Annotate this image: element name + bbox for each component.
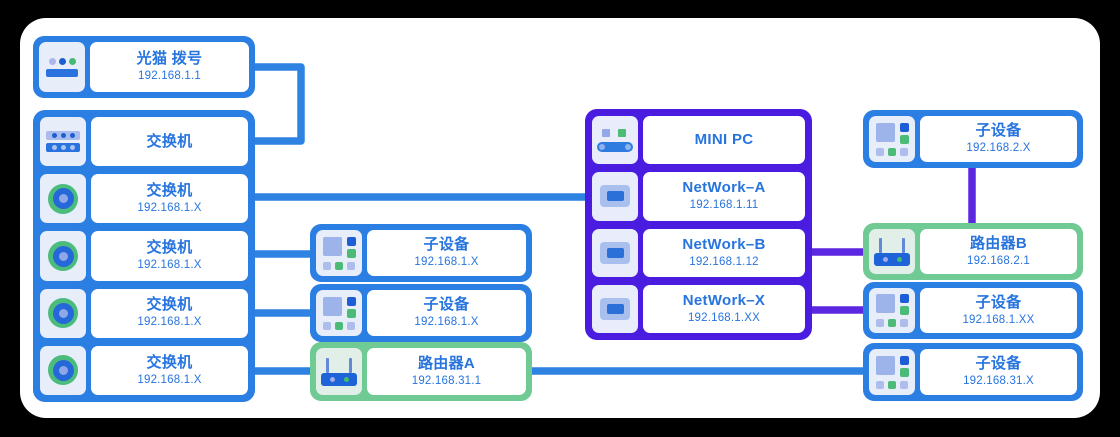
node-sub-device-right-3[interactable]: 子设备 192.168.31.X (863, 343, 1083, 401)
node-ip: 192.168.1.XX (962, 313, 1035, 326)
node-label-plate: 子设备 192.168.1.XX (920, 288, 1077, 333)
node-switch-1[interactable]: 交换机 192.168.1.X (40, 174, 248, 224)
node-label-plate: 子设备 192.168.1.X (367, 290, 526, 336)
node-network-a[interactable]: NetWork–A 192.168.1.11 (592, 172, 805, 221)
node-network-x[interactable]: NetWork–X 192.168.1.XX (592, 284, 805, 333)
node-ip: 192.168.1.1 (138, 70, 201, 83)
node-label: NetWork–A (682, 179, 766, 197)
node-label-plate: 交换机 192.168.1.X (91, 231, 248, 281)
node-label-plate: 光猫 拨号 192.168.1.1 (90, 42, 249, 92)
switch-group: 交换机 交换机 192.168.1.X 交换机 192.168.1.X (33, 110, 255, 402)
node-label-plate: 交换机 192.168.1.X (91, 288, 248, 338)
node-ip: 192.168.1.X (137, 201, 202, 214)
device-grid-icon (316, 290, 362, 336)
node-switch-4[interactable]: 交换机 192.168.1.X (40, 345, 248, 396)
wire-modem-switch (255, 63, 305, 145)
network-port-icon (592, 228, 638, 277)
node-label: 子设备 (423, 236, 470, 254)
node-ip: 192.168.1.X (414, 316, 479, 329)
node-label-plate: 路由器A 192.168.31.1 (367, 348, 526, 395)
node-label: NetWork–X (682, 291, 766, 309)
node-switch-2[interactable]: 交换机 192.168.1.X (40, 231, 248, 281)
device-grid-icon (316, 230, 362, 276)
switch-ports-icon (40, 117, 86, 167)
modem-icon (39, 42, 85, 92)
node-network-b[interactable]: NetWork–B 192.168.1.12 (592, 228, 805, 277)
device-grid-icon (869, 116, 915, 162)
node-ip: 192.168.1.12 (689, 255, 759, 268)
node-sub-device-mid-1[interactable]: 子设备 192.168.1.X (310, 224, 532, 282)
node-ip: 192.168.1.XX (687, 311, 761, 324)
node-label: 路由器A (417, 354, 476, 372)
node-label: MINI PC (694, 131, 754, 149)
node-ip: 192.168.1.X (137, 373, 202, 386)
mini-pc-icon (592, 116, 638, 165)
switch-port-icon (40, 174, 86, 224)
device-grid-icon (869, 349, 915, 395)
node-label-plate: NetWork–B 192.168.1.12 (643, 228, 805, 277)
node-label-plate: 子设备 192.168.2.X (920, 116, 1077, 162)
node-router-a[interactable]: 路由器A 192.168.31.1 (310, 342, 532, 401)
node-label-plate: 交换机 192.168.1.X (91, 174, 248, 224)
node-label: 光猫 拨号 (136, 50, 203, 68)
node-ip: 192.168.2.1 (967, 254, 1030, 267)
device-grid-icon (869, 288, 915, 333)
router-icon (869, 229, 915, 274)
router-icon (316, 348, 362, 395)
node-label: NetWork–B (682, 235, 766, 253)
switch-port-icon (40, 231, 86, 281)
node-label-plate: 交换机 (91, 117, 248, 167)
node-router-b[interactable]: 路由器B 192.168.2.1 (863, 223, 1083, 280)
node-label: 子设备 (975, 355, 1022, 373)
node-label: 交换机 (146, 353, 193, 371)
node-ip: 192.168.31.1 (411, 374, 482, 387)
node-modem[interactable]: 光猫 拨号 192.168.1.1 (33, 36, 255, 98)
node-sub-device-right-1[interactable]: 子设备 192.168.2.X (863, 110, 1083, 168)
node-label: 交换机 (146, 132, 193, 150)
node-label-plate: NetWork–A 192.168.1.11 (643, 172, 805, 221)
node-label-plate: MINI PC (643, 116, 805, 165)
node-label: 子设备 (975, 293, 1022, 311)
node-ip: 192.168.1.X (414, 256, 479, 269)
node-switch-3[interactable]: 交换机 192.168.1.X (40, 288, 248, 338)
switch-port-icon (40, 345, 86, 396)
network-port-icon (592, 284, 638, 333)
node-ip: 192.168.1.X (137, 316, 202, 329)
node-ip: 192.168.2.X (966, 142, 1031, 155)
node-label-plate: 子设备 192.168.1.X (367, 230, 526, 276)
node-label: 子设备 (423, 296, 470, 314)
node-ip: 192.168.1.X (137, 259, 202, 272)
node-sub-device-mid-2[interactable]: 子设备 192.168.1.X (310, 284, 532, 342)
mini-pc-group: MINI PC NetWork–A 192.168.1.11 NetWork–B… (585, 109, 812, 340)
node-label: 交换机 (146, 181, 193, 199)
node-label: 交换机 (146, 296, 193, 314)
node-ip: 192.168.31.X (963, 375, 1034, 388)
node-label: 路由器B (969, 234, 1028, 252)
node-mini-pc[interactable]: MINI PC (592, 116, 805, 165)
node-label-plate: 子设备 192.168.31.X (920, 349, 1077, 395)
switch-port-icon (40, 288, 86, 338)
node-label-plate: 路由器B 192.168.2.1 (920, 229, 1077, 274)
network-port-icon (592, 172, 638, 221)
node-label-plate: 交换机 192.168.1.X (91, 345, 248, 396)
node-label: 交换机 (146, 239, 193, 257)
node-switch-main[interactable]: 交换机 (40, 117, 248, 167)
node-sub-device-right-2[interactable]: 子设备 192.168.1.XX (863, 282, 1083, 339)
node-label-plate: NetWork–X 192.168.1.XX (643, 284, 805, 333)
node-label: 子设备 (975, 122, 1022, 140)
node-ip: 192.168.1.11 (689, 199, 759, 212)
